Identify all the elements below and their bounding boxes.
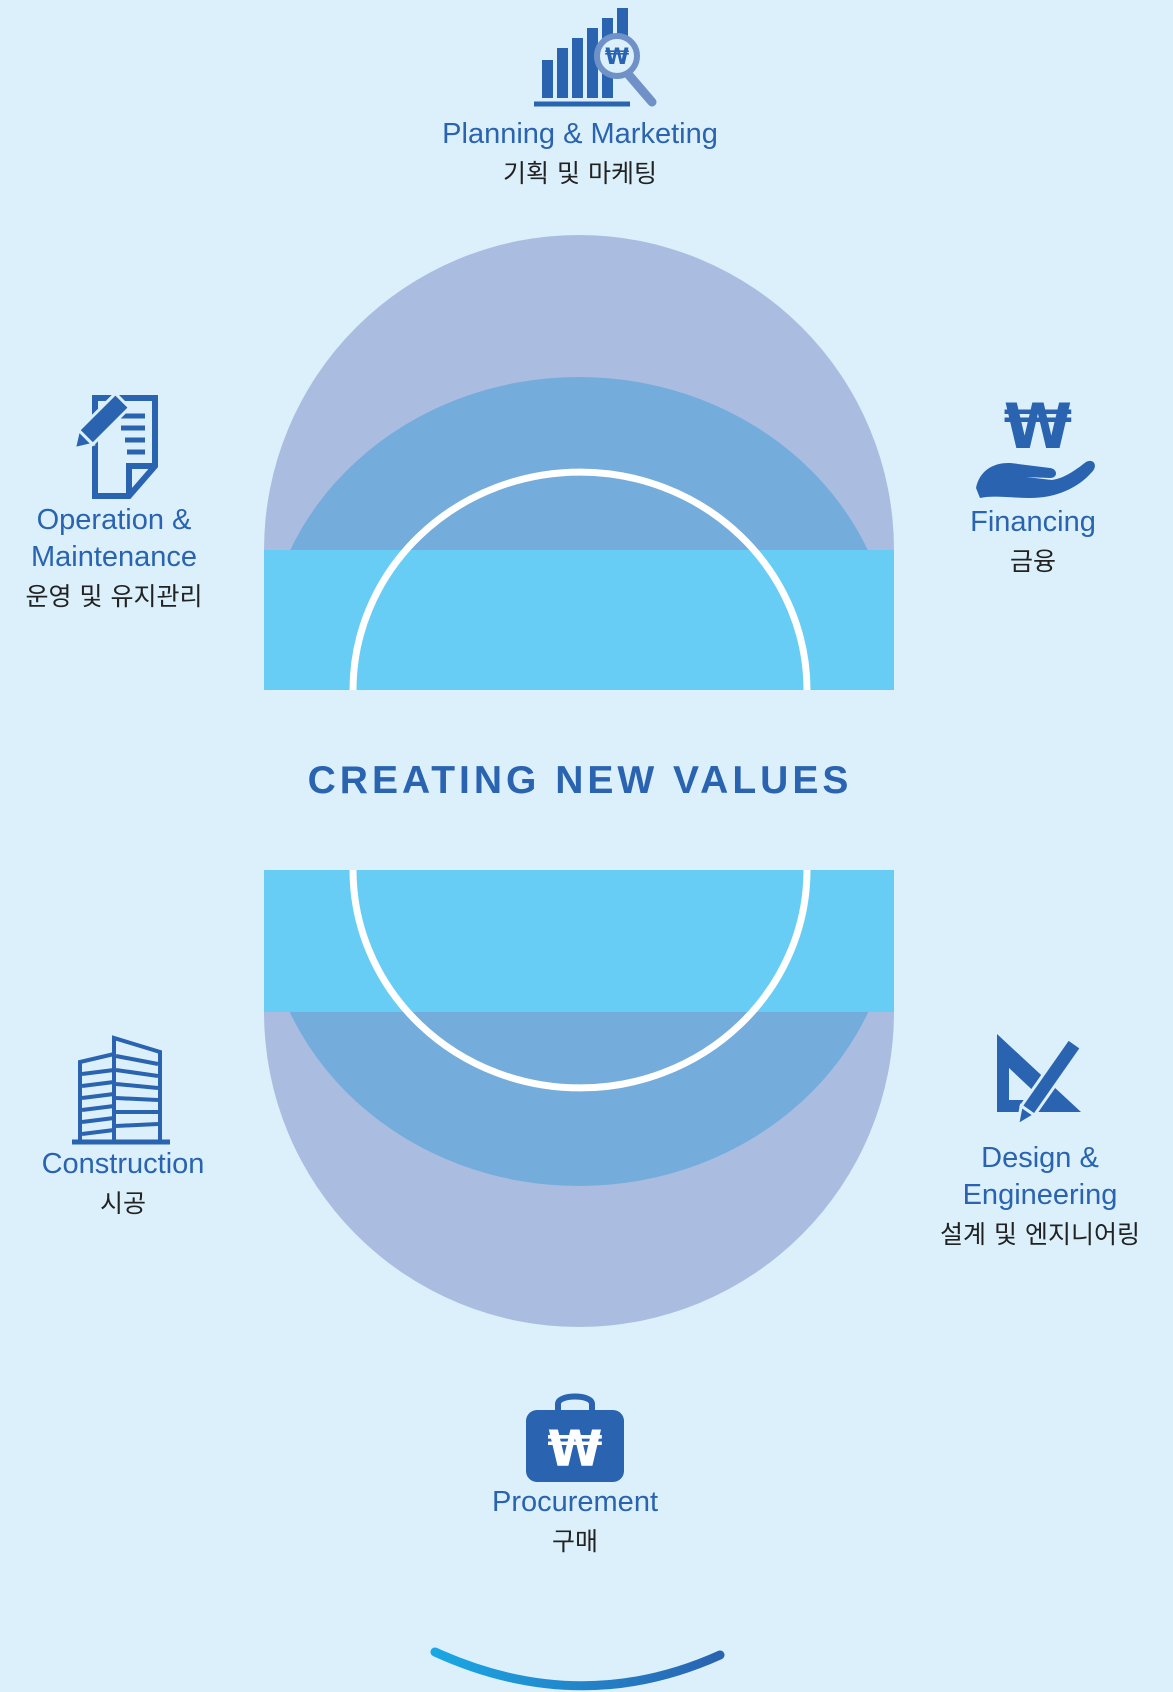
stage-operation-maintenance: Operation & Maintenance 운영 및 유지관리 (10, 386, 218, 614)
stage-procurement: ₩ Procurement 구매 (445, 1390, 705, 1559)
upper-inner-ring (349, 468, 811, 690)
stage-design-subtitle: 설계 및 엔지니어링 (940, 1220, 1140, 1249)
stage-construction: Construction 시공 (20, 1030, 226, 1221)
stage-design-title-line2: Engineering (962, 1179, 1118, 1211)
won-shopping-bag-icon: ₩ (526, 1393, 624, 1482)
lower-ring-group (264, 870, 894, 1327)
svg-text:₩: ₩ (1004, 398, 1072, 463)
won-hand-icon: ₩ (976, 398, 1095, 498)
upper-inner-band (264, 550, 894, 690)
svg-text:₩: ₩ (605, 45, 629, 70)
document-pen-icon (72, 391, 158, 499)
triangle-ruler-pencil-icon (997, 1034, 1084, 1129)
bottom-arc-decoration (430, 1647, 725, 1691)
center-title: CREATING NEW VALUES (307, 759, 853, 802)
lower-inner-ring (349, 870, 811, 1092)
stage-planning-subtitle: 기획 및 마케팅 (503, 159, 657, 188)
stage-procurement-title: Procurement (491, 1486, 658, 1518)
stage-design-engineering: Design & Engineering 설계 및 엔지니어링 (904, 1030, 1173, 1252)
lower-inner-band (264, 870, 894, 1012)
svg-text:₩: ₩ (547, 1420, 602, 1478)
stage-financing-subtitle: 금융 (1009, 547, 1056, 576)
stage-procurement-subtitle: 구매 (551, 1527, 598, 1556)
stage-planning: ₩ Planning & Marketing 기획 및 마케팅 (380, 4, 780, 191)
stage-construction-subtitle: 시공 (99, 1189, 146, 1218)
stage-financing: ₩ Financing 금융 (900, 398, 1166, 579)
stage-operation-title-line2: Maintenance (30, 541, 198, 573)
stage-operation-title-line1: Operation & (36, 504, 192, 536)
upper-ring-group (264, 235, 894, 690)
bar-chart-magnifier-won-icon: ₩ (534, 8, 657, 107)
stage-planning-title: Planning & Marketing (442, 118, 718, 150)
stage-construction-title: Construction (41, 1148, 205, 1180)
building-icon (72, 1035, 170, 1145)
stage-operation-subtitle: 운영 및 유지관리 (25, 582, 203, 611)
stage-financing-title: Financing (970, 506, 1096, 538)
stage-design-title-line1: Design & (981, 1142, 1099, 1174)
